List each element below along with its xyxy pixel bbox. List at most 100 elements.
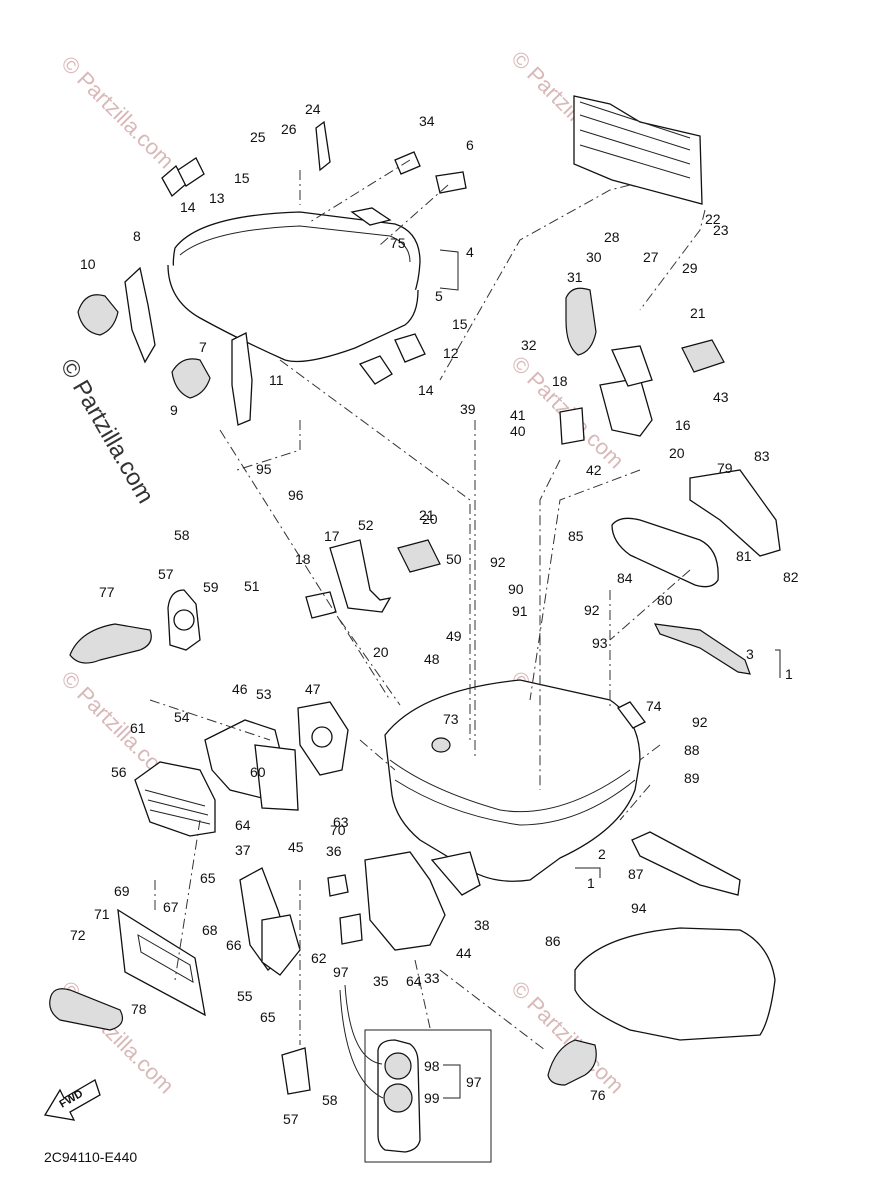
callout: 47 [305,681,321,697]
callout: 87 [628,866,644,882]
callout: 94 [631,900,647,916]
callout: 12 [443,345,459,361]
callout: 18 [552,373,568,389]
callout: 26 [281,121,297,137]
callout: 3 [746,646,754,662]
callout: 5 [435,288,443,304]
callout: 33 [424,970,440,986]
callout: 61 [130,720,146,736]
callout: 31 [567,269,583,285]
callout: 85 [568,528,584,544]
callout: 49 [446,628,462,644]
callout: 11 [269,372,284,388]
callout: 42 [586,462,602,478]
callout: 97 [333,964,349,980]
callout: 93 [592,635,608,651]
callout: 7 [199,339,207,355]
callout: 59 [203,579,219,595]
callout: 50 [446,551,462,567]
callout: 24 [305,101,321,117]
callout: 32 [521,337,537,353]
callout: 74 [646,698,662,714]
callout: 53 [256,686,272,702]
callout: 15 [234,170,250,186]
callout: 52 [358,517,374,533]
callout: 37 [235,842,251,858]
callout: 9 [170,402,178,418]
callout: 79 [717,460,733,476]
callout: 48 [424,651,440,667]
callout: 92 [692,714,708,730]
callout: 25 [250,129,266,145]
callout: 16 [675,417,691,433]
leader-lines [149,159,781,1099]
callout-layer: 1 1 2 3 4 5 6 7 8 9 10 11 12 13 14 14 15… [70,101,799,1127]
callout: 71 [94,906,110,922]
callout: 41 [510,407,526,423]
callout: 18 [295,551,311,567]
callout: 54 [174,709,190,725]
callout: 64 [406,973,422,989]
callout: 45 [288,839,304,855]
callout: 14 [180,199,196,215]
callout: 63 [333,814,349,830]
callout: 2 [598,846,606,862]
callout: 83 [754,448,770,464]
callout: 17 [324,528,340,544]
callout: 6 [466,137,474,153]
callout: 35 [373,973,389,989]
callout: 27 [643,249,659,265]
callout: 44 [456,945,472,961]
callout: 13 [209,190,225,206]
callout: 23 [713,222,729,238]
callout: 86 [545,933,561,949]
callout: 43 [713,389,729,405]
callout: 15 [452,316,468,332]
callout: 95 [256,461,272,477]
callout: 82 [783,569,799,585]
callout: 64 [235,817,251,833]
callout: 73 [443,711,459,727]
callout: 88 [684,742,700,758]
callout: 77 [99,584,115,600]
callout: 99 [424,1090,440,1106]
callout: 4 [466,244,474,260]
callout: 97 [466,1074,482,1090]
callout: 89 [684,770,700,786]
callout: 66 [226,937,242,953]
callout: 38 [474,917,490,933]
callout: 75 [390,235,406,251]
callout: 67 [163,899,179,915]
part-shapes [43,95,781,1163]
callout: 21 [690,305,706,321]
callout: 57 [283,1111,299,1127]
side-watermark: © Partzilla.com [55,355,159,509]
callout: 39 [460,401,476,417]
callout: 68 [202,922,218,938]
callout: 90 [508,581,524,597]
callout: 1 [785,666,793,682]
callout: 14 [418,382,434,398]
callout: 70 [330,822,346,838]
callout: 58 [174,527,190,543]
callout: 65 [260,1009,276,1025]
callout: 57 [158,566,174,582]
callout: 40 [510,423,526,439]
callout: 58 [322,1092,338,1108]
callout: 51 [244,578,260,594]
callout: 55 [237,988,253,1004]
callout: 20 [373,644,389,660]
callout: 91 [512,603,528,619]
callout: 65 [200,870,216,886]
callout: 76 [590,1087,606,1103]
callout: 22 [705,211,721,227]
callout: 10 [80,256,96,272]
callout: 20 [669,445,685,461]
callout: 30 [586,249,602,265]
callout: 62 [311,950,327,966]
callout: 28 [604,229,620,245]
callout: 36 [326,843,342,859]
callout: 60 [250,764,266,780]
callout: 92 [490,554,506,570]
